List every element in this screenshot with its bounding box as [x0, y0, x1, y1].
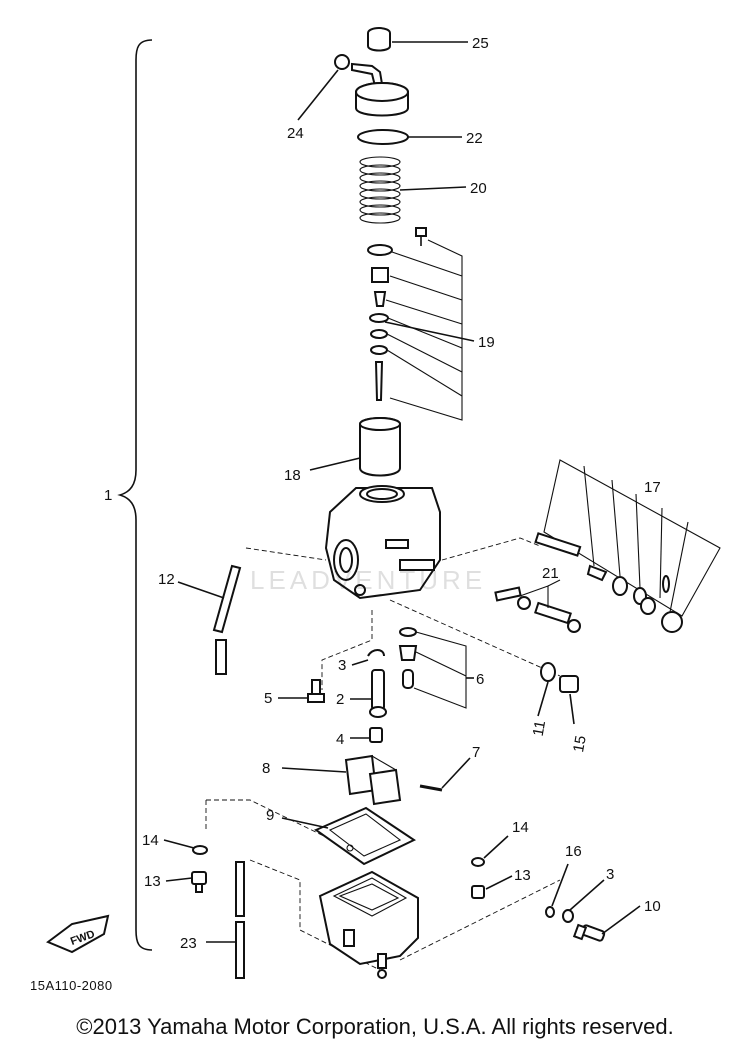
- callout-3-upper: 3: [338, 657, 346, 674]
- callout-21: 21: [542, 565, 559, 582]
- part-24-elbow: [334, 54, 384, 88]
- part-13-screw-right: [471, 885, 485, 899]
- callout-9: 9: [266, 807, 274, 824]
- callout-22: 22: [466, 130, 483, 147]
- callout-assembly-1: 1: [104, 487, 112, 504]
- part-15-plug: [559, 675, 579, 693]
- callout-24: 24: [287, 125, 304, 142]
- part-17-pilot-screw-set: [534, 459, 721, 633]
- assembly-brace: [117, 39, 153, 951]
- callout-14-left: 14: [142, 832, 159, 849]
- callout-4: 4: [336, 731, 344, 748]
- part-14-washer-left: [192, 845, 208, 855]
- callout-13-left: 13: [144, 873, 161, 890]
- copyright-notice: ©2013 Yamaha Motor Corporation, U.S.A. A…: [76, 1014, 674, 1039]
- part-18-throttle-valve: [359, 417, 401, 477]
- part-mixing-chamber-top: [355, 82, 409, 117]
- part-14-washer-right: [471, 857, 485, 867]
- part-25-cap: [367, 27, 391, 52]
- callout-10: 10: [644, 898, 661, 915]
- callout-20: 20: [470, 180, 487, 197]
- carburetor-exploded-diagram: 1 25 24 22 20: [46, 27, 721, 979]
- callout-8: 8: [262, 760, 270, 777]
- callout-13-right: 13: [514, 867, 531, 884]
- callout-15: 15: [570, 734, 590, 753]
- part-23-overflow-tube: [235, 861, 245, 979]
- callout-16: 16: [565, 843, 582, 860]
- callout-14-right: 14: [512, 819, 529, 836]
- part-11-washer: [540, 662, 556, 682]
- callout-25: 25: [472, 35, 489, 52]
- callout-19: 19: [478, 334, 495, 351]
- callout-23: 23: [180, 935, 197, 952]
- part-2-needle-jet: [369, 669, 387, 718]
- part-7-pin: [419, 784, 443, 792]
- callout-5: 5: [264, 690, 272, 707]
- part-12-hose: [212, 564, 242, 675]
- part-16-oring: [545, 906, 555, 918]
- callout-6: 6: [476, 671, 484, 688]
- callout-18: 18: [284, 467, 301, 484]
- callout-3-lower: 3: [606, 866, 614, 883]
- callout-7: 7: [472, 744, 480, 761]
- part-4-main-jet: [369, 727, 383, 743]
- part-21-screw: [494, 586, 581, 633]
- part-carburetor-body: [324, 485, 441, 600]
- callout-2: 2: [336, 691, 344, 708]
- part-22-gasket: [357, 129, 409, 145]
- part-float-chamber: [318, 870, 419, 979]
- callout-12: 12: [158, 571, 175, 588]
- part-3-washer-lower: [562, 909, 574, 923]
- diagram-code: 15A110-2080: [30, 978, 113, 993]
- part-9-gasket: [313, 806, 417, 866]
- part-3-clip: [367, 649, 385, 657]
- callout-11: 11: [530, 719, 549, 737]
- part-8-float: [344, 754, 402, 806]
- part-6-jet-set: [398, 627, 418, 689]
- part-10-drain-screw: [572, 923, 606, 942]
- part-13-screw-left: [191, 871, 207, 893]
- part-20-spring: [359, 156, 401, 224]
- fwd-arrow: FWD: [46, 914, 110, 954]
- callout-17: 17: [644, 479, 661, 496]
- watermark: LEADVENTURE: [250, 565, 487, 595]
